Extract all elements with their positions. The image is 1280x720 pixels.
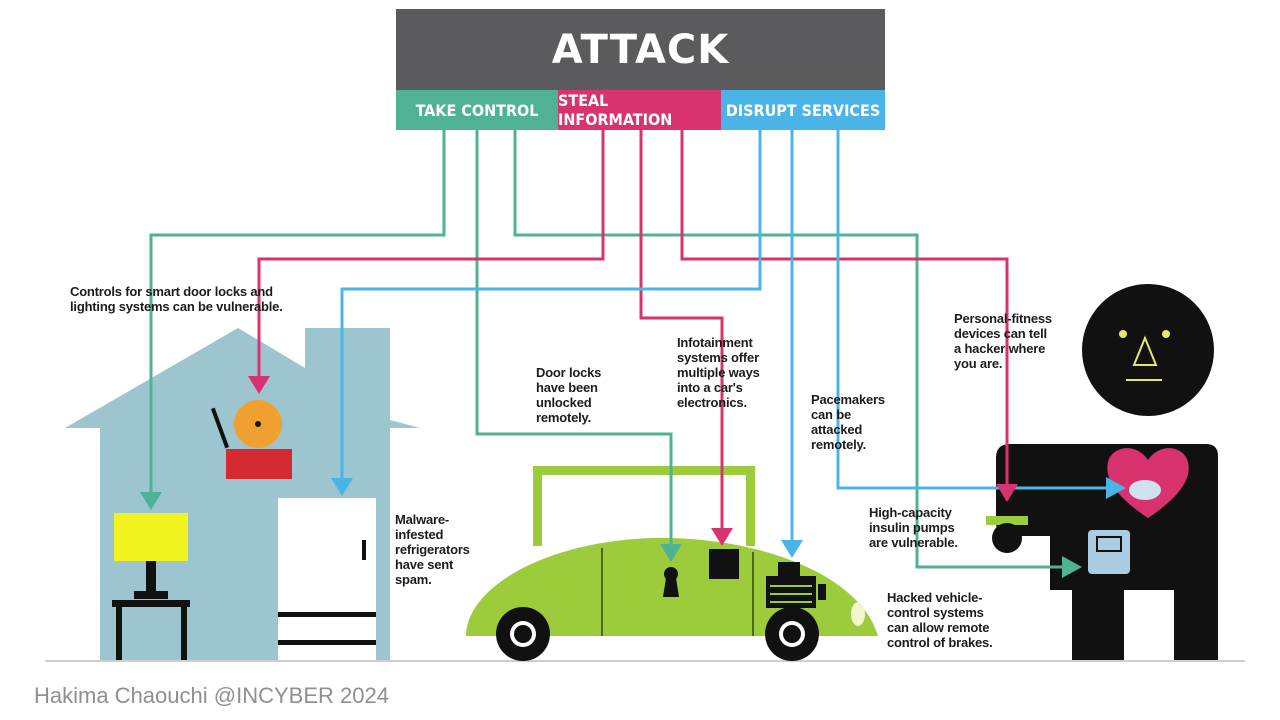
person-eye-left: [1119, 330, 1127, 338]
person-nose: [1132, 335, 1158, 366]
link-take-lamp: [149, 130, 446, 494]
note-refrigerator: Malware- infested refrigerators have sen…: [395, 512, 470, 587]
note-smart-home: Controls for smart door locks and lighti…: [70, 284, 283, 314]
arrowhead-engine: [781, 540, 803, 558]
note-infotainment: Infotainment systems offer multiple ways…: [677, 335, 760, 410]
fitness-band: [986, 516, 1028, 525]
fridge-divider-2: [278, 640, 376, 645]
table-top: [112, 600, 190, 607]
link-steal-infotainment: [639, 130, 724, 530]
arrowhead-fitness: [996, 484, 1018, 502]
link-take-doorlock: [475, 130, 673, 549]
alarm-base: [226, 449, 292, 479]
house-illustration: [65, 328, 420, 660]
table-leg-left: [116, 607, 122, 660]
lamp-shade: [114, 513, 188, 561]
arrowhead-insulin: [1062, 556, 1082, 578]
refrigerator: [278, 498, 376, 660]
person-fist: [992, 523, 1022, 553]
category-take-control: TAKE CONTROL: [396, 90, 558, 130]
alarm-hammer: [210, 407, 230, 449]
category-steal-information: STEAL INFORMATION: [558, 90, 721, 130]
arrowhead-lamp: [140, 492, 162, 510]
lamp-stand: [146, 561, 156, 591]
link-steal-alarm: [257, 130, 605, 380]
alarm-bell-center: [255, 421, 261, 427]
infotainment-unit: [709, 549, 739, 579]
car-illustration: [466, 466, 878, 661]
credit-text: Hakima Chaouchi @INCYBER 2024: [34, 683, 389, 708]
arrowhead-fridge: [331, 478, 353, 496]
link-disrupt-pacemaker: [836, 130, 1108, 490]
person-illustration: [986, 284, 1218, 660]
arrowhead-doorlock: [660, 544, 682, 562]
note-vehicle-control: Hacked vehicle- control systems can allo…: [887, 590, 993, 650]
category-disrupt-services: DISRUPT SERVICES: [721, 90, 885, 130]
person-eye-right: [1162, 330, 1170, 338]
arrowheads: [140, 376, 1126, 578]
car-roof-rack: [533, 466, 755, 475]
arrowhead-infotainment: [711, 528, 733, 546]
note-pacemakers: Pacemakers can be attacked remotely.: [811, 392, 885, 452]
note-insulin: High-capacity insulin pumps are vulnerab…: [869, 505, 958, 550]
pacemaker-device: [1129, 480, 1161, 500]
car-rack-left: [533, 466, 542, 546]
fridge-handle: [362, 540, 366, 560]
note-door-locks: Door locks have been unlocked remotely.: [536, 365, 602, 425]
arrowhead-pacemaker: [1106, 477, 1126, 499]
car-headlight: [851, 602, 865, 626]
arrowhead-alarm: [248, 376, 270, 394]
attack-title: ATTACK: [396, 9, 885, 90]
keyhole-icon: [664, 567, 678, 581]
fridge-divider: [278, 612, 376, 617]
table-leg-right: [181, 607, 187, 660]
person-head: [1082, 284, 1214, 416]
connector-lines: [149, 130, 1108, 569]
keyhole-slot: [663, 578, 679, 597]
note-fitness: Personal-fitness devices can tell a hack…: [954, 311, 1052, 371]
car-rack-right: [746, 466, 755, 546]
link-take-insulin: [513, 130, 1063, 569]
link-disrupt-fridge: [340, 130, 762, 480]
lamp-base: [134, 591, 168, 599]
link-steal-fitness: [680, 130, 1009, 487]
engine-icon: [766, 562, 826, 608]
